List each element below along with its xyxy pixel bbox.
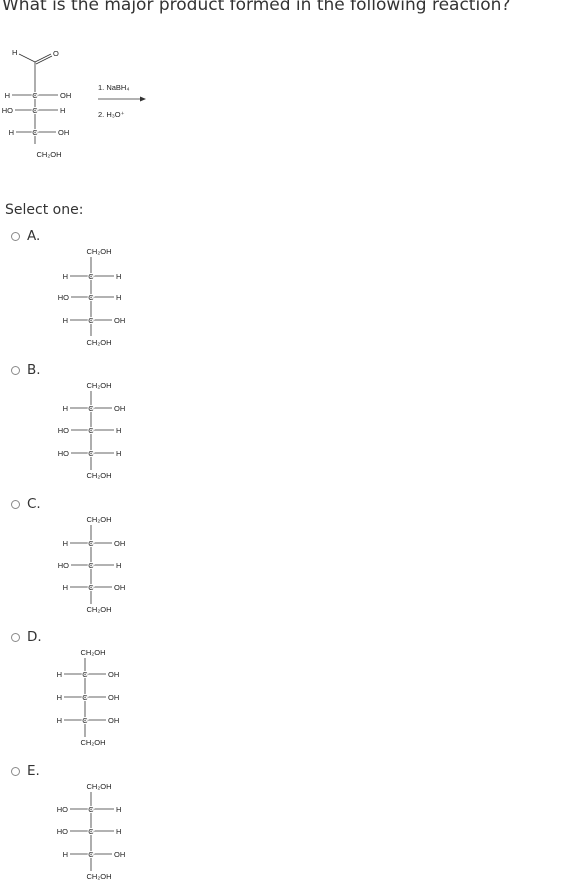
- option-a-top: CH₂OH: [87, 247, 112, 256]
- option-b-row3-left: HO: [58, 449, 69, 458]
- option-d-row1-left: H: [57, 670, 62, 679]
- option-a-radio[interactable]: [11, 232, 20, 241]
- option-d-bottom: CH₂OH: [81, 738, 106, 747]
- option-c[interactable]: C.: [0, 496, 577, 516]
- reaction-arrow-block: 1. NaBH₄ 2. H₃O⁺: [98, 83, 146, 119]
- option-b-row3-right: H: [116, 449, 121, 458]
- reactant-row1-right: OH: [60, 91, 71, 100]
- option-a-row3-carbon: C: [88, 316, 94, 325]
- option-c-row2-carbon: C: [88, 561, 94, 570]
- option-b-row1-carbon: C: [88, 404, 94, 413]
- reagent-step-2: 2. H₃O⁺: [98, 110, 125, 119]
- option-a-letter: A.: [27, 228, 41, 244]
- option-d-row3-right: OH: [108, 716, 119, 725]
- option-b-row2-left: HO: [58, 426, 69, 435]
- option-c-radio[interactable]: [11, 500, 20, 509]
- option-c-structure: CH₂OH H C OH HO C H H C OH CH₂OH: [58, 515, 126, 614]
- option-d-row1-right: OH: [108, 670, 119, 679]
- reactant-aldehyde-h: H: [12, 48, 17, 57]
- reagent-step-1: 1. NaBH₄: [98, 83, 129, 92]
- reactant-row1-left: H: [5, 91, 10, 100]
- select-one-label: Select one:: [5, 202, 84, 218]
- option-d-structure: CH₂OH H C OH H C OH H C OH CH₂OH: [57, 648, 120, 747]
- option-a-row2-left: HO: [58, 293, 69, 302]
- option-b-row1-right: OH: [114, 404, 125, 413]
- option-c-row3-left: H: [63, 583, 68, 592]
- reactant-structure: H O H C OH HO C H H C OH CH₂OH: [2, 48, 72, 159]
- option-c-row3-right: OH: [114, 583, 125, 592]
- option-a-row1-left: H: [63, 272, 68, 281]
- option-e-row3-carbon: C: [88, 850, 94, 859]
- option-c-row1-right: OH: [114, 539, 125, 548]
- option-d-row2-left: H: [57, 693, 62, 702]
- option-b-radio[interactable]: [11, 366, 20, 375]
- option-e-structure: CH₂OH HO C H HO C H H C OH CH₂OH: [57, 782, 126, 881]
- option-c-letter: C.: [27, 496, 41, 512]
- option-d-row2-right: OH: [108, 693, 119, 702]
- option-d-row1-carbon: C: [82, 670, 88, 679]
- reaction-arrow-head: [140, 96, 146, 102]
- option-d[interactable]: D.: [0, 629, 577, 649]
- option-a-row1-carbon: C: [88, 272, 94, 281]
- option-a[interactable]: A.: [0, 228, 577, 248]
- option-d-row3-carbon: C: [82, 716, 88, 725]
- option-c-row3-carbon: C: [88, 583, 94, 592]
- reactant-row3-left: H: [9, 128, 14, 137]
- option-e-row2-carbon: C: [88, 827, 94, 836]
- option-c-row1-left: H: [63, 539, 68, 548]
- option-b-top: CH₂OH: [87, 381, 112, 390]
- reactant-row3-right: OH: [58, 128, 69, 137]
- option-c-top: CH₂OH: [87, 515, 112, 524]
- option-a-row2-right: H: [116, 293, 121, 302]
- option-b-row3-carbon: C: [88, 449, 94, 458]
- option-d-row3-left: H: [57, 716, 62, 725]
- option-e-bottom: CH₂OH: [87, 872, 112, 881]
- option-e-row1-left: HO: [57, 805, 68, 814]
- option-b-letter: B.: [27, 362, 41, 378]
- reactant-bond-ch: [18, 53, 36, 63]
- option-b-row2-right: H: [116, 426, 121, 435]
- option-b-bottom: CH₂OH: [87, 471, 112, 480]
- option-a-structure: CH₂OH H C H HO C H H C OH CH₂OH: [58, 247, 126, 347]
- option-c-row1-carbon: C: [88, 539, 94, 548]
- option-c-row2-left: HO: [58, 561, 69, 570]
- reactant-row3-carbon: C: [32, 128, 38, 137]
- option-e-row1-carbon: C: [88, 805, 94, 814]
- option-a-row3-right: OH: [114, 316, 125, 325]
- reactant-bond-co-1: [34, 53, 52, 63]
- reactant-row2-left: HO: [2, 106, 13, 115]
- option-e-letter: E.: [27, 763, 40, 779]
- option-e-row1-right: H: [116, 805, 121, 814]
- option-d-row2-carbon: C: [82, 693, 88, 702]
- option-a-row1-right: H: [116, 272, 121, 281]
- option-c-bottom: CH₂OH: [87, 605, 112, 614]
- reactant-bond-co-2: [35, 55, 53, 65]
- reactant-bottom: CH₂OH: [37, 150, 62, 159]
- question-text: What is the major product formed in the …: [2, 0, 511, 15]
- option-e[interactable]: E.: [0, 763, 577, 783]
- option-c-row2-right: H: [116, 561, 121, 570]
- option-e-row3-right: OH: [114, 850, 125, 859]
- option-a-row3-left: H: [63, 316, 68, 325]
- reactant-row2-right: H: [60, 106, 65, 115]
- option-d-letter: D.: [27, 629, 42, 645]
- option-e-row2-right: H: [116, 827, 121, 836]
- option-d-radio[interactable]: [11, 633, 20, 642]
- option-d-top: CH₂OH: [81, 648, 106, 657]
- option-b-row1-left: H: [63, 404, 68, 413]
- option-e-top: CH₂OH: [87, 782, 112, 791]
- option-b[interactable]: B.: [0, 362, 577, 382]
- option-b-row2-carbon: C: [88, 426, 94, 435]
- reactant-row2-carbon: C: [32, 106, 38, 115]
- option-e-row3-left: H: [63, 850, 68, 859]
- option-b-structure: CH₂OH H C OH HO C H HO C H CH₂OH: [58, 381, 126, 480]
- reactant-row1-carbon: C: [32, 91, 38, 100]
- option-e-radio[interactable]: [11, 767, 20, 776]
- option-a-bottom: CH₂OH: [87, 338, 112, 347]
- option-a-row2-carbon: C: [88, 293, 94, 302]
- option-e-row2-left: HO: [57, 827, 68, 836]
- reactant-aldehyde-o: O: [53, 49, 59, 58]
